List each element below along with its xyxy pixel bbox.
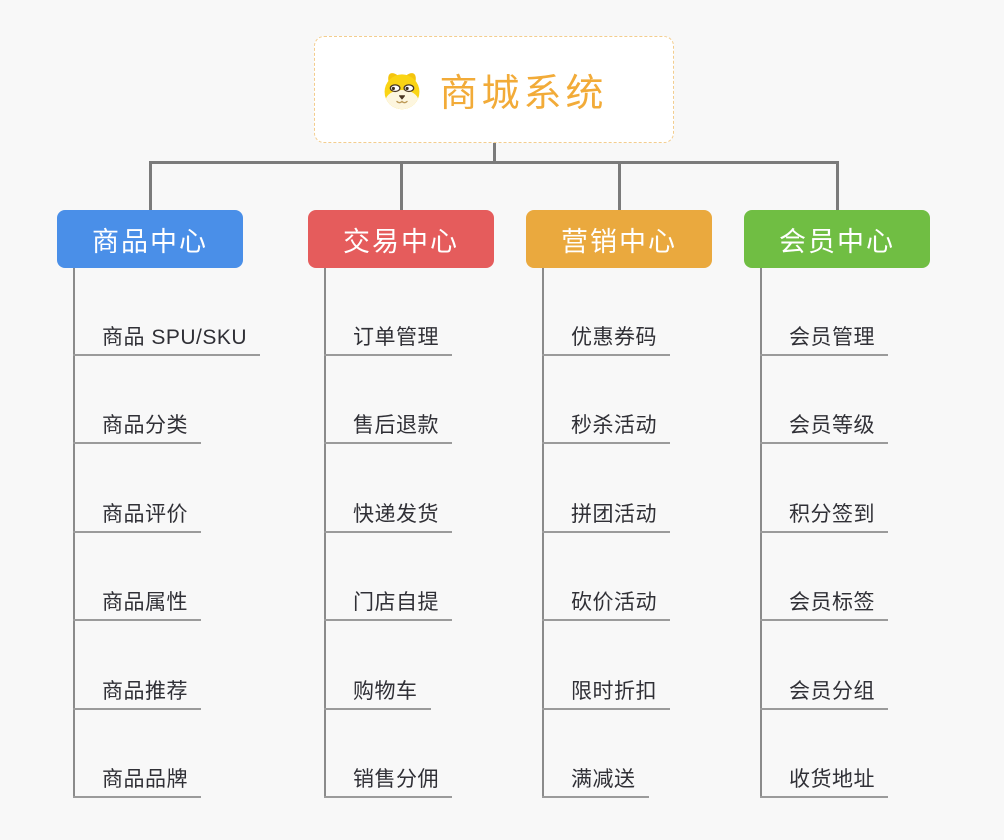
subtopic-node[interactable]: 砍价活动 — [542, 581, 670, 622]
subtopic-label: 优惠券码 — [571, 326, 657, 349]
subtopic-label: 商品 SPU/SKU — [102, 326, 248, 349]
subtopic-node[interactable]: 订单管理 — [324, 316, 452, 356]
root-stem-connector — [493, 143, 496, 164]
branch-label: 交易中心 — [343, 226, 459, 257]
branch-node[interactable]: 交易中心 — [308, 210, 494, 268]
subtopic-label: 满减送 — [571, 768, 636, 791]
subtopic-node[interactable]: 收货地址 — [760, 758, 888, 798]
shiba-dog-icon — [380, 68, 424, 112]
branch-drop-connector — [399, 163, 403, 210]
branch-node[interactable]: 会员中心 — [744, 210, 930, 268]
subtopic-node[interactable]: 会员分组 — [760, 670, 888, 710]
branch-node[interactable]: 商品中心 — [57, 210, 243, 268]
subtopic-node[interactable]: 商品 SPU/SKU — [73, 316, 261, 356]
subtopic-node[interactable]: 拼团活动 — [542, 493, 670, 533]
subtopic-node[interactable]: 商品评价 — [73, 493, 201, 533]
subtopic-label: 购物车 — [353, 679, 418, 703]
branch-node[interactable]: 营销中心 — [526, 210, 712, 268]
branch-trunk-connector — [542, 268, 544, 798]
root-node[interactable]: 商城系统 — [314, 36, 674, 143]
subtopic-node[interactable]: 秒杀活动 — [542, 404, 670, 445]
root-title: 商城系统 — [439, 73, 608, 115]
branch-drop-connector — [617, 163, 621, 210]
subtopic-label: 限时折扣 — [571, 679, 657, 703]
subtopic-node[interactable]: 商品品牌 — [73, 758, 201, 798]
subtopic-label: 商品推荐 — [102, 679, 188, 703]
subtopic-node[interactable]: 限时折扣 — [542, 670, 670, 710]
subtopic-label: 会员分组 — [789, 679, 875, 703]
subtopic-node[interactable]: 满减送 — [542, 758, 649, 798]
branch-column-2: 交易中心订单管理售后退款快递发货门店自提购物车销售分佣 — [308, 163, 494, 810]
branch-label: 会员中心 — [779, 226, 895, 257]
subtopic-label: 会员管理 — [789, 326, 875, 349]
branch-drop-connector — [835, 163, 839, 210]
subtopic-node[interactable]: 会员标签 — [760, 581, 888, 622]
horizontal-rail-connector — [149, 161, 839, 164]
subtopic-label: 商品品牌 — [102, 768, 188, 791]
subtopic-label: 积分签到 — [789, 502, 875, 526]
branch-drop-connector — [148, 163, 152, 210]
branch-column-3: 营销中心优惠券码秒杀活动拼团活动砍价活动限时折扣满减送 — [526, 163, 712, 810]
subtopic-label: 商品分类 — [102, 414, 188, 438]
subtopic-label: 商品评价 — [102, 502, 188, 526]
subtopic-node[interactable]: 购物车 — [324, 670, 431, 710]
branch-trunk-connector — [760, 268, 762, 798]
subtopic-label: 会员等级 — [789, 414, 875, 438]
subtopic-label: 砍价活动 — [571, 591, 657, 615]
subtopic-node[interactable]: 商品分类 — [73, 404, 201, 445]
branch-trunk-connector — [73, 268, 75, 798]
subtopic-node[interactable]: 售后退款 — [324, 404, 452, 445]
subtopic-node[interactable]: 会员管理 — [760, 316, 888, 356]
subtopic-label: 收货地址 — [789, 768, 875, 791]
subtopic-label: 快递发货 — [353, 502, 439, 526]
subtopic-label: 售后退款 — [353, 414, 439, 438]
subtopic-node[interactable]: 快递发货 — [324, 493, 452, 533]
subtopic-node[interactable]: 会员等级 — [760, 404, 888, 445]
subtopic-label: 销售分佣 — [353, 768, 439, 791]
branch-trunk-connector — [324, 268, 326, 798]
subtopic-node[interactable]: 销售分佣 — [324, 758, 452, 798]
subtopic-label: 订单管理 — [353, 326, 439, 349]
subtopic-node[interactable]: 商品推荐 — [73, 670, 201, 710]
branch-column-4: 会员中心会员管理会员等级积分签到会员标签会员分组收货地址 — [744, 163, 930, 810]
subtopic-label: 秒杀活动 — [571, 414, 657, 438]
subtopic-label: 拼团活动 — [571, 502, 657, 526]
subtopic-node[interactable]: 商品属性 — [73, 581, 201, 622]
subtopic-node[interactable]: 积分签到 — [760, 493, 888, 533]
subtopic-label: 商品属性 — [102, 591, 188, 615]
branch-label: 营销中心 — [561, 226, 677, 257]
branch-column-1: 商品中心商品 SPU/SKU 商品分类商品评价商品属性商品推荐商品品牌 — [57, 163, 261, 810]
subtopic-node[interactable]: 门店自提 — [324, 581, 452, 622]
branch-label: 商品中心 — [92, 226, 208, 257]
subtopic-label: 会员标签 — [789, 591, 875, 615]
subtopic-label: 门店自提 — [353, 591, 439, 615]
subtopic-node[interactable]: 优惠券码 — [542, 316, 670, 356]
